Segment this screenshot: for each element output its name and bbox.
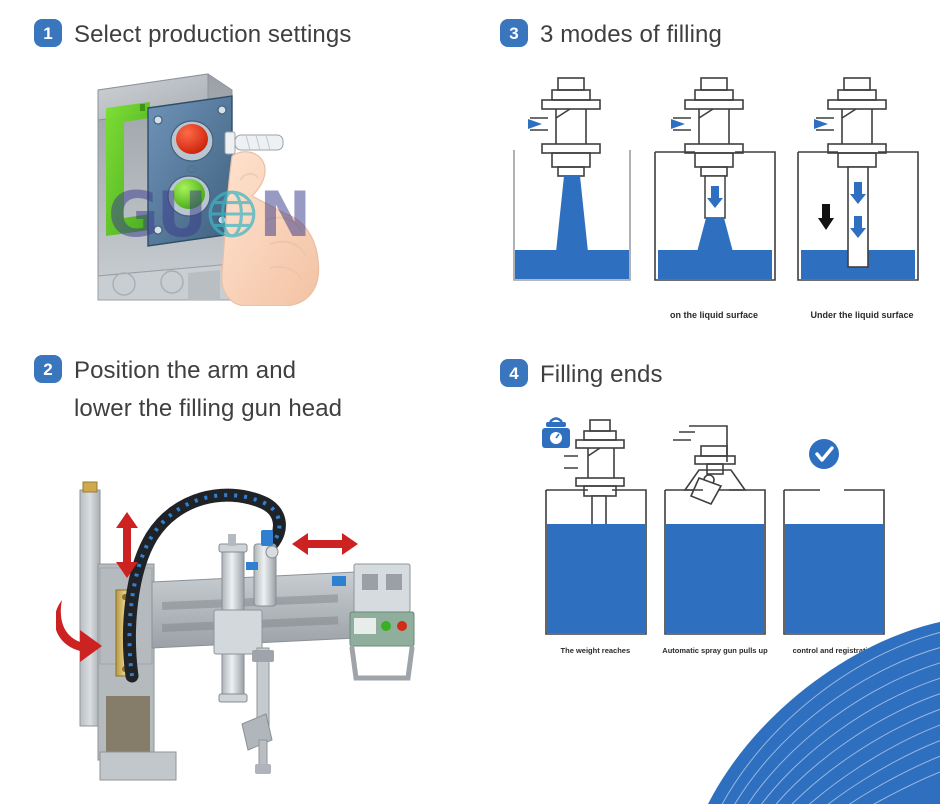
- filling-mode-under-surface: [797, 77, 919, 281]
- step-2-title-line2: lower the filling gun head: [74, 394, 343, 422]
- filling-end-caption-2: Automatic spray gun pulls up: [662, 645, 768, 655]
- step-1-title: Select production settings: [74, 21, 352, 48]
- filling-mode-caption-1: [500, 310, 632, 320]
- step-2-heading: 2 Position the arm and lower the filling…: [34, 352, 474, 428]
- filling-end-caption-3: control and registration: [792, 645, 877, 655]
- filling-end-weight-reached: [542, 417, 647, 635]
- step-panel-4: 4 Filling ends: [500, 356, 930, 686]
- motion-arrows: [56, 511, 358, 662]
- step-2-title-line1: Position the arm and: [74, 357, 297, 384]
- step-3-badge: 3: [500, 19, 528, 47]
- filling-ends-diagrams: [500, 412, 930, 640]
- filling-modes-captions: on the liquid surface Under the liquid s…: [500, 310, 930, 320]
- control-box-illustration: [97, 73, 320, 306]
- step-1-heading: 1 Select production settings: [34, 16, 474, 54]
- filling-mode-on-surface: [654, 77, 776, 281]
- filling-modes-diagrams: [500, 74, 930, 304]
- check-circle-icon: [809, 438, 839, 469]
- step-1-badge: 1: [34, 19, 62, 47]
- step-4-heading: 4 Filling ends: [500, 356, 930, 394]
- filling-end-gun-pulls-up: [664, 425, 766, 635]
- filling-mode-free-fall: [513, 77, 631, 281]
- filling-arm-illustration: [56, 481, 415, 781]
- step-3-title: 3 modes of filling: [540, 21, 722, 48]
- scale-icon: [542, 417, 570, 448]
- filling-mode-caption-2: on the liquid surface: [669, 309, 758, 320]
- filling-mode-caption-3: Under the liquid surface: [810, 309, 914, 320]
- filling-ends-captions: The weight reaches Automatic spray gun p…: [500, 646, 930, 655]
- step-2-title: Position the arm and lower the filling g…: [74, 352, 342, 428]
- step-panel-3: 3 3 modes of filling: [500, 16, 930, 346]
- filling-arm-photo: [56, 451, 456, 782]
- control-box-photo: GU N: [80, 67, 430, 306]
- step-4-badge: 4: [500, 359, 528, 387]
- step-panel-1: 1 Select production settings: [34, 16, 474, 336]
- step-4-title: Filling ends: [540, 361, 663, 388]
- filling-end-caption-1: The weight reaches: [560, 645, 631, 655]
- step-3-heading: 3 3 modes of filling: [500, 16, 930, 54]
- filling-end-registration: [783, 438, 885, 635]
- step-panel-2: 2 Position the arm and lower the filling…: [34, 352, 474, 798]
- step-2-badge: 2: [34, 355, 62, 383]
